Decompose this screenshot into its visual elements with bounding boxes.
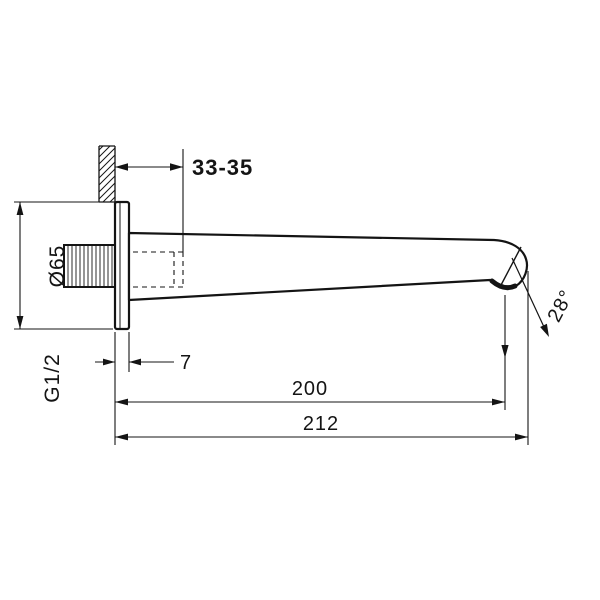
hatch-line [98, 161, 116, 179]
arrowhead [492, 398, 505, 406]
dim-label-escutcheon-depth: 7 [180, 352, 192, 374]
hatch-line [98, 145, 111, 158]
dim-escutcheon-diameter: Ø65 [14, 201, 113, 330]
wall-outline [98, 145, 116, 203]
dim-label-total-projection: 212 [303, 413, 339, 435]
wall-hatching [98, 145, 116, 203]
arrowhead [501, 345, 509, 358]
hatch-line [98, 182, 116, 200]
arrowhead [16, 202, 24, 215]
label-connection-thread: G1/2 [41, 353, 64, 403]
dim-install-depth: 33-35 [115, 149, 253, 252]
arrowhead [115, 433, 128, 441]
spout-outlet-lip [489, 278, 518, 291]
spout-body [127, 231, 529, 302]
dim-projection-to-spray: 200 [115, 295, 506, 410]
spout-outline [127, 231, 529, 302]
angle-reference-line [511, 257, 545, 328]
arrowhead [103, 358, 115, 366]
arrowhead [129, 358, 141, 366]
dim-label-install-depth: 33-35 [192, 155, 253, 180]
dim-label-projection-to-spray: 200 [292, 378, 328, 400]
dim-label-spray-angle: 28° [543, 286, 578, 326]
hatch-line [98, 168, 116, 186]
arrowhead [540, 323, 549, 337]
arrowhead [515, 433, 528, 441]
dim-label-escutcheon-diameter: Ø65 [46, 245, 69, 288]
hatch-line [102, 189, 116, 203]
thread-hatching [67, 246, 113, 286]
dim-escutcheon-depth: 7 [95, 332, 192, 374]
dim-label-thread: G1/2 [41, 353, 64, 403]
hatch-line [98, 175, 116, 193]
hatch-line [98, 147, 116, 165]
wall-flange [113, 200, 131, 331]
hidden-connector-dashed [133, 251, 184, 288]
hatch-line [109, 196, 116, 203]
wall-section [98, 145, 116, 203]
arrowhead [115, 398, 128, 406]
hatch-line [98, 145, 104, 151]
hatch-line [98, 154, 116, 172]
arrowhead [170, 163, 183, 171]
pipe-body [63, 244, 116, 288]
arrowhead [16, 316, 24, 329]
arrowhead [115, 163, 128, 171]
dim-total-projection: 212 [115, 271, 529, 445]
threaded-pipe [63, 244, 116, 288]
aerator-face-line [499, 246, 522, 288]
flange-outline [113, 200, 131, 331]
